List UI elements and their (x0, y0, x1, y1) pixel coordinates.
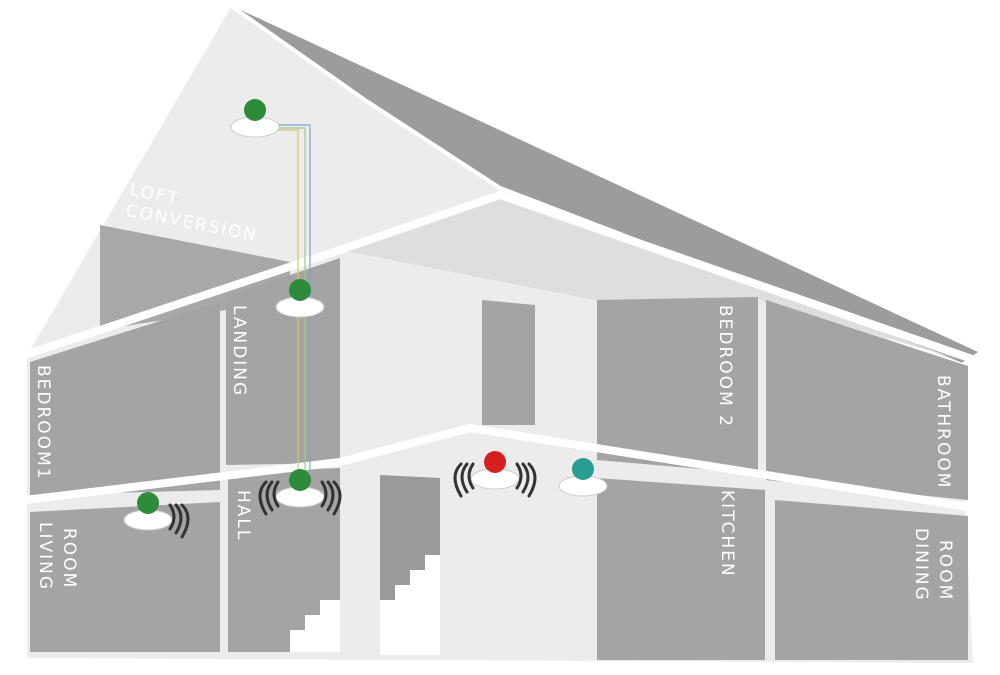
living-room (30, 502, 220, 652)
stairs (380, 555, 440, 655)
label-bathroom: BATHROOM (933, 375, 953, 489)
label-living: LIVING (35, 522, 55, 591)
hall-room (228, 468, 340, 652)
sound-wave-icon (515, 462, 523, 490)
hall-stairs (290, 600, 340, 652)
sound-wave-icon (326, 480, 335, 512)
ceiling-line (23, 190, 977, 364)
sound-wave-icon (453, 462, 463, 498)
sound-wave-icon (174, 503, 183, 535)
sound-wave-icon (320, 480, 328, 508)
sound-wave-icon (272, 480, 280, 508)
label-landing: LANDING (229, 305, 249, 397)
sound-wave-icon (332, 480, 342, 516)
bathroom-room (766, 300, 968, 500)
label-dining: DINING (911, 528, 931, 602)
upper-ceiling (340, 195, 960, 360)
floor-line (24, 423, 976, 512)
sound-wave-icon (258, 480, 268, 516)
bedroom2-room (597, 297, 758, 474)
alarm-status-light (137, 492, 159, 514)
label-living-room: ROOM (59, 528, 79, 589)
label-dining-room: ROOM (935, 540, 955, 601)
label-kitchen: KITCHEN (717, 490, 737, 578)
sound-wave-icon (168, 503, 176, 531)
label-hall: HALL (233, 490, 253, 541)
sound-wave-icon (265, 480, 274, 512)
alarm-status-light (572, 458, 594, 480)
alarm-status-light (244, 99, 266, 121)
label-bedroom2: BEDROOM 2 (715, 305, 735, 428)
sound-wave-icon (527, 462, 537, 498)
alarm-status-light (289, 469, 311, 491)
label-bedroom1: BEDROOM1 (33, 365, 53, 481)
sound-wave-icon (467, 462, 475, 490)
bedroom1-room (30, 302, 220, 495)
sound-wave-icon (460, 462, 469, 494)
sound-wave-icon (521, 462, 530, 494)
alarm-status-light (289, 279, 311, 301)
kitchen-room (597, 478, 765, 660)
alarm-status-light (484, 451, 506, 473)
sound-wave-icon (180, 503, 190, 539)
upper-door (482, 300, 535, 425)
dining-room (775, 500, 968, 660)
roof (230, 5, 978, 364)
